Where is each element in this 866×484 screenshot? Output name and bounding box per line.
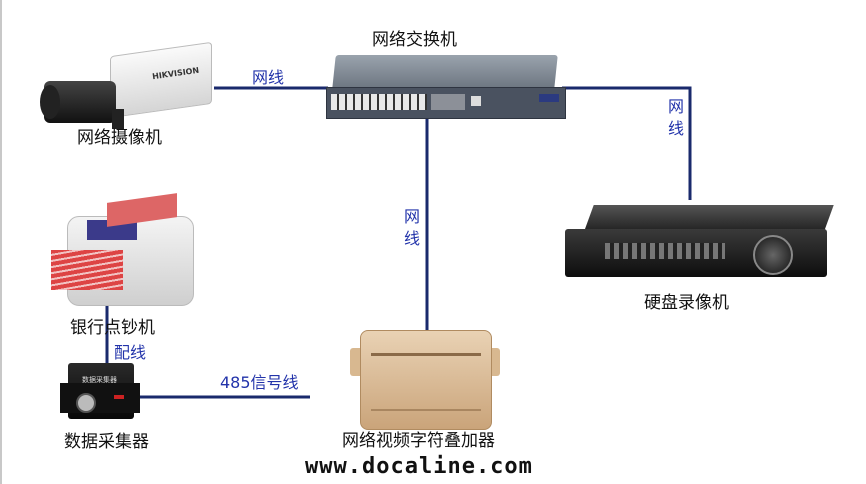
switch-label: 网络交换机 (372, 30, 457, 50)
link-label-switch-overlay: 网线 (401, 208, 420, 252)
watermark: www.docaline.com (305, 454, 533, 479)
link-label-counter-collector: 配线 (114, 343, 147, 362)
money-counter (47, 193, 197, 306)
collector-label: 数据采集器 (64, 432, 149, 452)
data-collector: 数据采集器 (60, 363, 140, 425)
video-character-overlay-device (350, 330, 500, 430)
nvr-label: 硬盘录像机 (644, 293, 729, 313)
nvr-device (565, 205, 835, 285)
collector-panel-text: 数据采集器 (82, 376, 117, 384)
wire-switch-nvr (562, 86, 692, 200)
link-label-switch-nvr: 网线 (665, 98, 684, 142)
network-camera: HIKVISION (40, 41, 215, 135)
camera-label: 网络摄像机 (77, 128, 162, 148)
counter-label: 银行点钞机 (70, 318, 155, 338)
link-label-collector-overlay: 485信号线 (220, 373, 299, 392)
link-label-camera-switch: 网线 (252, 68, 285, 87)
network-switch (326, 55, 566, 119)
overlay-label: 网络视频字符叠加器 (342, 431, 495, 451)
